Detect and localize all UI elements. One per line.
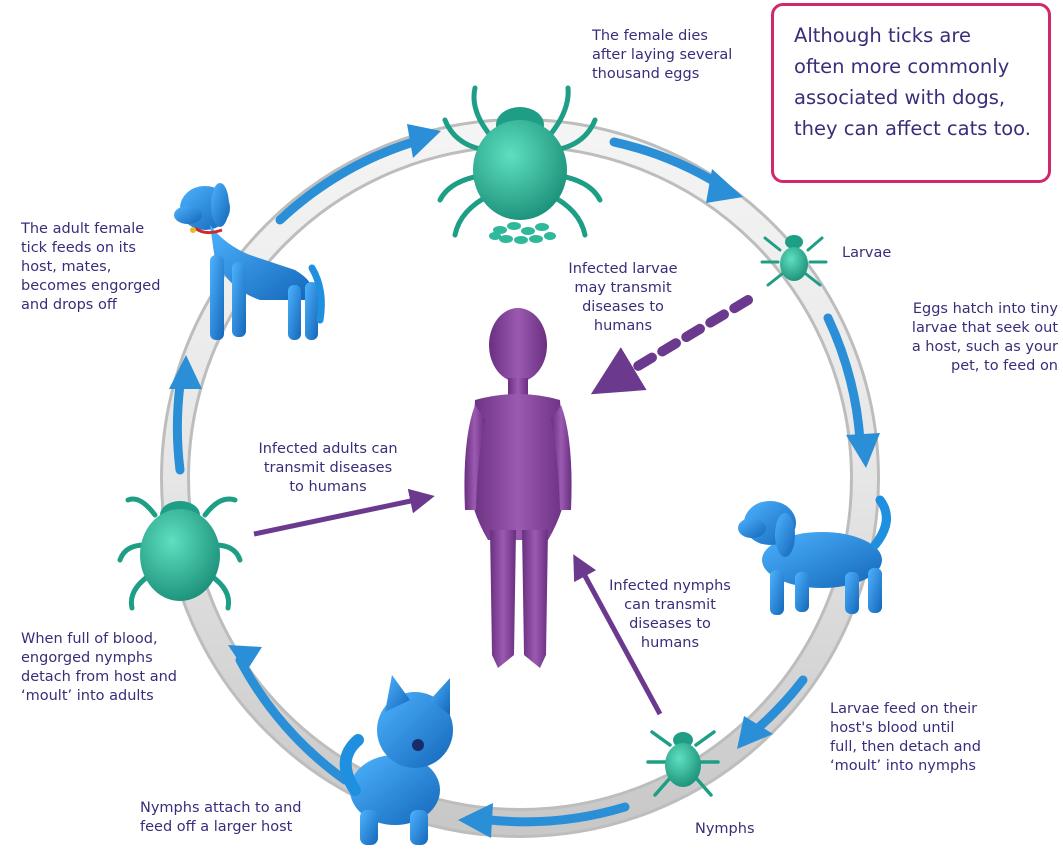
label-nymphs: Nymphs <box>695 820 755 839</box>
callout-text: Although ticks are often more commonly a… <box>794 20 1048 144</box>
label-engorged-nymphs: When full of blood, engorged nymphs deta… <box>21 630 177 706</box>
label-female-dies: The female dies after laying several tho… <box>592 27 732 84</box>
label-eggs-hatch: Eggs hatch into tiny larvae that seek ou… <box>860 300 1058 376</box>
label-larvae: Larvae <box>842 244 891 263</box>
label-infected-larvae: Infected larvae may transmit diseases to… <box>548 260 698 336</box>
label-larvae-feed: Larvae feed on their host's blood until … <box>830 700 981 776</box>
callout-box: Although ticks are often more commonly a… <box>771 3 1051 183</box>
label-infected-nymphs: Infected nymphs can transmit diseases to… <box>590 577 750 653</box>
engorged-tick-icon <box>120 499 240 608</box>
dog-tag <box>190 227 196 233</box>
adult-tick-icon <box>440 88 600 235</box>
eggs-icon <box>489 222 556 244</box>
cycle-arrow <box>177 385 180 470</box>
label-infected-adults: Infected adults can transmit diseases to… <box>238 440 418 497</box>
human-icon <box>464 308 571 668</box>
label-nymphs-attach: Nymphs attach to and feed off a larger h… <box>140 799 301 837</box>
label-adult-female: The adult female tick feeds on its host,… <box>21 220 160 315</box>
adult-transmission-arrow <box>254 498 425 534</box>
